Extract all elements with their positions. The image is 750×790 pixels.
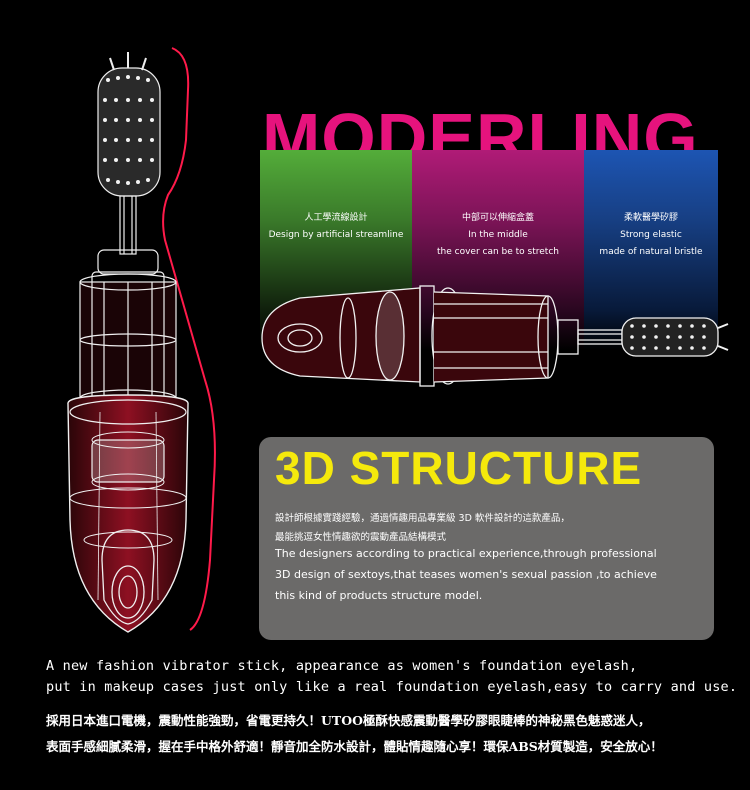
cap-illustration	[79, 273, 177, 407]
structure-title: 3D STRUCTURE	[275, 442, 643, 494]
feature-en-label-2: made of natural bristle	[599, 247, 703, 257]
description-zh-line: 採用日本進口電機，震動性能強勁，省電更持久！UTOO極酥快感震動醫學矽膠眼睫棒的…	[46, 713, 651, 728]
feature-panel-silicone: 柔軟醫學矽膠 Strong elastic made of natural br…	[584, 150, 718, 350]
structure-info-box: 3D STRUCTURE 設計師根據實踐經驗，通過情趣用品專業級 3D 軟件設計…	[259, 437, 714, 640]
feature-en-label: In the middle	[468, 230, 528, 240]
structure-en-line: this kind of products structure model.	[275, 589, 483, 602]
structure-en-line: 3D design of sextoys,that teases women's…	[275, 568, 657, 581]
brush-head-illustration	[97, 52, 161, 197]
body-illustration	[67, 394, 189, 633]
stem-illustration	[91, 195, 165, 291]
feature-zh-label: 柔軟醫學矽膠	[623, 213, 678, 223]
description-zh-line: 表面手感細膩柔滑，握在手中格外舒適！靜音加全防水設計，體貼情趣隨心享！環保ABS…	[46, 739, 663, 754]
feature-zh-label: 人工學流線設計	[304, 213, 368, 223]
structure-zh-line: 最能挑逗女性情趣欲的震動產品結構模式	[275, 532, 447, 543]
feature-zh-label: 中部可以伸縮盒蓋	[461, 213, 534, 223]
description-en-line: A new fashion vibrator stick, appearance…	[46, 658, 638, 674]
structure-zh-line: 設計師根據實踐經驗，通過情趣用品專業級 3D 軟件設計的這款產品，	[275, 513, 570, 524]
feature-panel-stretch-cover: 中部可以伸縮盒蓋 In the middle the cover can be …	[412, 150, 584, 350]
feature-en-label: Strong elastic	[620, 230, 682, 240]
feature-en-label: Design by artificial streamline	[268, 230, 404, 240]
feature-panel-streamline: 人工學流線設計 Design by artificial streamline	[260, 150, 412, 350]
feature-en-label-2: the cover can be to stretch	[437, 247, 559, 257]
description-en-line: put in makeup cases just only like a rea…	[46, 679, 738, 695]
structure-en-line: The designers according to practical exp…	[275, 547, 657, 560]
